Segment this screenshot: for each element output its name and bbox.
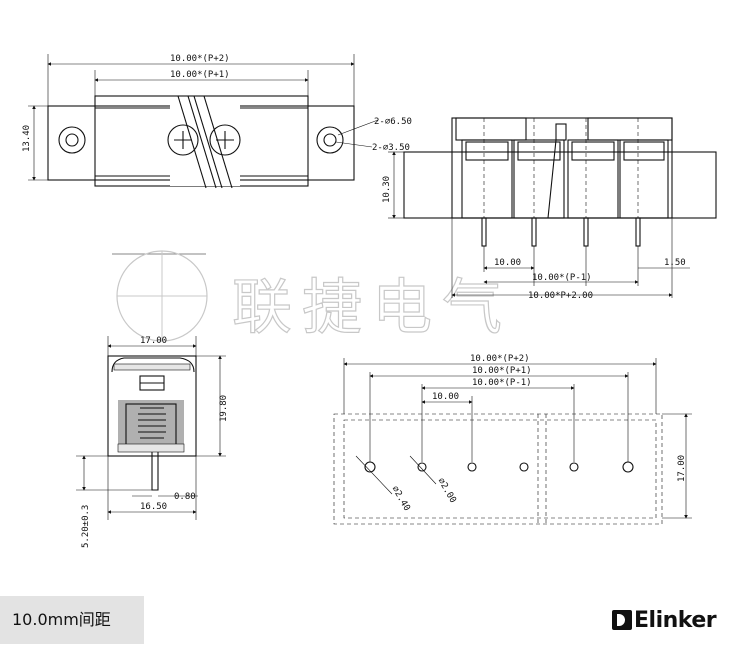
pcb-view: 10.00*(P+2) 10.00*(P+1) 10.00*(P-1) 10.0… [333, 354, 692, 525]
pcb-mount-hole-icon [364, 461, 376, 473]
screw-icon [167, 124, 199, 156]
terminal-screw-icon [571, 141, 615, 161]
dim-hole-large: 2-⌀6.50 [374, 117, 412, 127]
dim-pcb-height: 17.00 [677, 455, 687, 482]
terminal-screw-icon [465, 141, 509, 161]
dim-pcb-pitch: 10.00 [432, 392, 459, 402]
dim-height-front: 10.30 [382, 176, 392, 203]
dim-p-minus1: 10.00*(P-1) [532, 273, 592, 283]
dim-total-p2: 10.00*(P+2) [170, 54, 230, 64]
dim-pcb-p1: 10.00*(P+1) [472, 366, 532, 376]
mount-hole-icon [58, 126, 86, 154]
side-view: 17.00 19.80 0.80 16.50 5.20±0.3 [76, 336, 229, 548]
terminal-screw-icon [517, 141, 561, 161]
dim-width-bottom: 16.50 [140, 502, 167, 512]
dim-p-plus2: 10.00*P+2.00 [528, 291, 593, 301]
front-view: 10.30 10.00 1.50 10.00*(P-1) 10.00*P+2.0… [382, 117, 717, 301]
spacing-label: 10.0mm间距 [0, 596, 144, 644]
dim-pin-length: 5.20±0.3 [81, 505, 91, 548]
dim-pin-thickness: 0.80 [174, 492, 196, 502]
dim-width-top: 17.00 [140, 336, 167, 346]
dim-height-side: 19.80 [219, 395, 229, 422]
dim-pcb-hole-pin: ⌀2.00 [435, 477, 457, 505]
top-view: 10.00*(P+2) 10.00*(P+1) 13.40 2-⌀6.50 2-… [22, 54, 412, 189]
dim-pcb-pm1: 10.00*(P-1) [472, 378, 532, 388]
dim-total-p1: 10.00*(P+1) [170, 70, 230, 80]
terminal-screw-icon [623, 141, 665, 161]
dim-pin: 1.50 [664, 258, 686, 268]
watermark: 联捷电气 [112, 250, 512, 344]
pcb-mount-hole-icon [622, 461, 634, 473]
brand-name: Elinker [634, 608, 717, 633]
brand-logo-icon [612, 610, 632, 630]
watermark-text: 联捷电气 [232, 273, 512, 343]
dim-height-top: 13.40 [22, 125, 32, 152]
dim-pcb-hole-mount: ⌀2.40 [389, 485, 411, 513]
dim-pitch-front: 10.00 [494, 258, 521, 268]
dim-hole-small: 2-⌀3.50 [372, 143, 410, 153]
screw-icon [209, 124, 241, 156]
pcb-pin-hole-icon [467, 462, 477, 472]
pcb-pin-hole-icon [519, 462, 529, 472]
pcb-pin-hole-icon [569, 462, 579, 472]
dim-pcb-p2: 10.00*(P+2) [470, 354, 530, 364]
pcb-pin-hole-icon [417, 462, 427, 472]
brand-logo: Elinker [612, 608, 717, 633]
mount-hole-icon [316, 126, 344, 154]
